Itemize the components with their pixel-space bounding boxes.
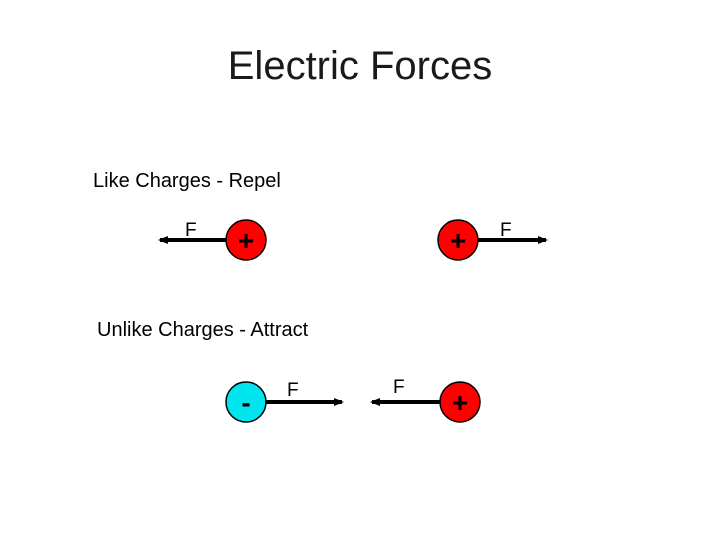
page-title: Electric Forces (227, 44, 493, 88)
like-left-positive-charge (225, 219, 267, 261)
like-left-force-label: F (185, 220, 197, 241)
unlike-charges-group: - F F + (225, 377, 481, 423)
unlike-right-charge-sign: + (452, 387, 468, 418)
like-charges-group: F + + F (158, 219, 548, 261)
unlike-left-force-label: F (287, 380, 299, 401)
like-right-charge-sign: + (450, 225, 466, 256)
like-left-charge-sign: + (238, 225, 254, 256)
unlike-right-positive-charge (439, 381, 481, 423)
unlike-charges-heading: Unlike Charges - Attract (97, 319, 309, 341)
unlike-right-force-label: F (393, 377, 405, 398)
unlike-left-charge-sign: - (241, 387, 250, 418)
like-charges-heading: Like Charges - Repel (93, 170, 281, 192)
like-right-force-label: F (500, 220, 512, 241)
